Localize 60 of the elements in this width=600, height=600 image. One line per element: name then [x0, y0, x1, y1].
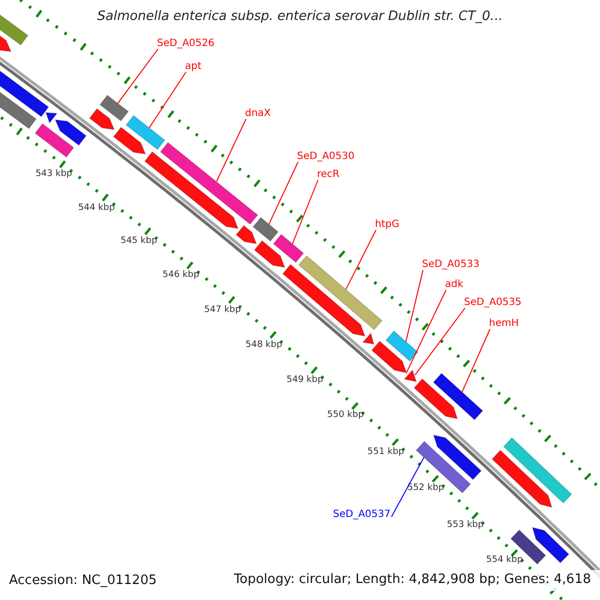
- tick-label: 553 kbp: [446, 520, 484, 531]
- leader-line: [345, 230, 376, 290]
- tick-label: 549 kbp: [286, 376, 324, 386]
- gene-feature: [432, 372, 484, 420]
- tick-label: 547 kbp: [204, 306, 241, 316]
- gene-feature: [362, 332, 374, 345]
- gene-feature: [54, 119, 87, 146]
- tick-label: 554 kbp: [486, 556, 523, 566]
- gene-label: SeD_A0526: [157, 38, 214, 49]
- tick-label: 543 kbp: [35, 170, 72, 180]
- gene-feature: [432, 434, 482, 480]
- tick-label: 552 kbp: [407, 484, 444, 494]
- leader-line: [148, 72, 186, 128]
- gene-label: SeD_A0537: [333, 509, 390, 520]
- gene-label: htpG: [375, 219, 400, 230]
- gene-feature: [272, 234, 304, 264]
- gene-label: recR: [317, 169, 340, 180]
- gene-feature: [503, 437, 572, 504]
- accession-text: Accession: NC_011205: [9, 574, 157, 588]
- gene-feature: [252, 216, 279, 242]
- leader-line: [268, 162, 298, 225]
- gene-feature: [34, 123, 74, 158]
- leader-line: [406, 290, 446, 374]
- gene-feature: [404, 370, 418, 382]
- leader-line: [462, 328, 490, 392]
- gene-label: hemH: [489, 318, 519, 329]
- leader-line: [405, 270, 424, 342]
- gene-label: SeD_A0533: [422, 259, 480, 270]
- leader-line: [414, 308, 466, 376]
- gene-label: dnaX: [245, 108, 271, 119]
- tick-label: 550 kbp: [327, 411, 364, 422]
- gene-label: adk: [445, 279, 464, 290]
- tick-label: 546 kbp: [162, 271, 200, 282]
- tick-label: 545 kbp: [120, 237, 158, 248]
- gene-feature: [144, 151, 239, 230]
- gene-label: apt: [185, 61, 202, 72]
- gene-feature: [0, 35, 12, 52]
- gene-feature: [160, 142, 258, 225]
- gene-feature: [125, 114, 166, 150]
- tick-label: 551 kbp: [367, 448, 404, 458]
- leader-line: [292, 180, 318, 244]
- gene-feature: [88, 108, 115, 130]
- leader-line: [391, 456, 424, 518]
- gene-feature: [99, 94, 129, 122]
- tick-label: 544 kbp: [78, 204, 115, 214]
- gene-label: SeD_A0530: [297, 151, 354, 162]
- leader-line: [117, 48, 158, 104]
- gene-feature: [254, 240, 286, 268]
- gene-feature: [298, 255, 383, 330]
- leader-line: [216, 118, 246, 182]
- gene-feature: [414, 378, 458, 420]
- tick-label: 548 kbp: [246, 340, 282, 350]
- gene-feature: [112, 126, 146, 155]
- gene-feature: [371, 340, 408, 374]
- gene-label: SeD_A0535: [464, 297, 522, 308]
- gene-feature: [385, 330, 418, 362]
- gene-feature: [491, 450, 553, 508]
- title: Salmonella enterica subsp. enterica serovar Dublin str. CT_0...: [96, 10, 504, 24]
- gene-feature: [282, 264, 366, 337]
- gene-feature: [532, 526, 570, 564]
